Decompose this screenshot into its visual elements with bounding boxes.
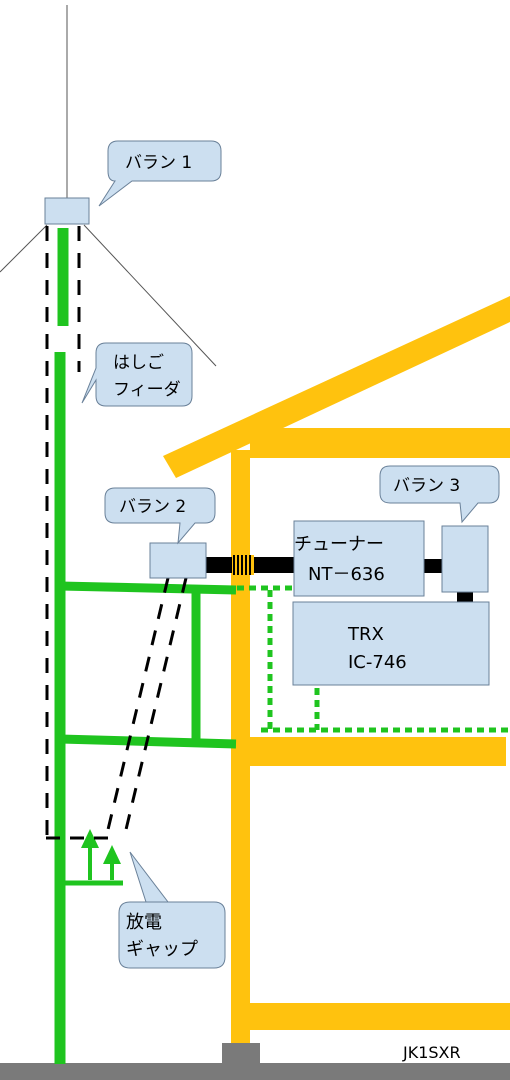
roof-beam (163, 296, 510, 478)
dashed-diagonal-2 (122, 577, 188, 839)
coax-coil-winding (233, 555, 251, 575)
trx-label-line2: IC-746 (348, 652, 407, 673)
dipole-element-left (0, 224, 48, 273)
callout-ladder-line1: はしご (113, 353, 164, 373)
balun-2-box (149, 542, 207, 579)
floor-beam-lower (250, 1003, 510, 1030)
callout-balun-1: バラン 1 (98, 140, 222, 207)
floor-beam-upper (250, 737, 506, 766)
callout-balun-3-text: バラン 3 (393, 476, 460, 496)
house-frame (163, 296, 510, 1050)
callout-gap-line2: ギャップ (126, 939, 198, 960)
coax-tuner-balun3 (424, 559, 442, 573)
callout-spark-gap: 放電 ギャップ (118, 851, 226, 969)
callout-ladder-feeder: はしご フィーダ (81, 342, 193, 407)
balun-1-box (44, 197, 90, 225)
gap-electrode-2-tip (103, 845, 121, 864)
ground-line (0, 1063, 510, 1080)
author-signature: JK1SXR (402, 1043, 461, 1062)
house-wall-post (231, 450, 250, 1050)
callout-ladder-line2: フィーダ (113, 380, 181, 400)
callout-balun-1-text: バラン 1 (125, 153, 192, 173)
dipole-element-right (83, 224, 217, 367)
dashed-wires (45, 226, 188, 840)
callout-balun-2-text: バラン 2 (119, 497, 186, 517)
tuner-label-line2: NT－636 (308, 564, 385, 585)
gap-electrode-1-tip (81, 829, 99, 848)
feeder-branch-upper (59, 581, 237, 595)
callout-balun-2: バラン 2 (104, 487, 216, 545)
trx-label-line1: TRX (347, 624, 384, 645)
callout-gap-line1: 放電 (126, 912, 162, 933)
callout-balun-3: バラン 3 (379, 465, 500, 524)
ladder-feeder (54, 228, 237, 1064)
coax-balun3-trx (457, 592, 473, 604)
coax-cables (206, 555, 473, 604)
trx-box: TRX IC-746 (292, 601, 490, 686)
ceiling-beam (250, 428, 510, 458)
foundation-block (222, 1043, 260, 1064)
tuner-label-line1: チューナー (294, 534, 384, 555)
dashed-diagonal-1 (104, 577, 170, 839)
balun-3-box (441, 525, 489, 593)
tuner-box: チューナー NT－636 (293, 520, 425, 597)
